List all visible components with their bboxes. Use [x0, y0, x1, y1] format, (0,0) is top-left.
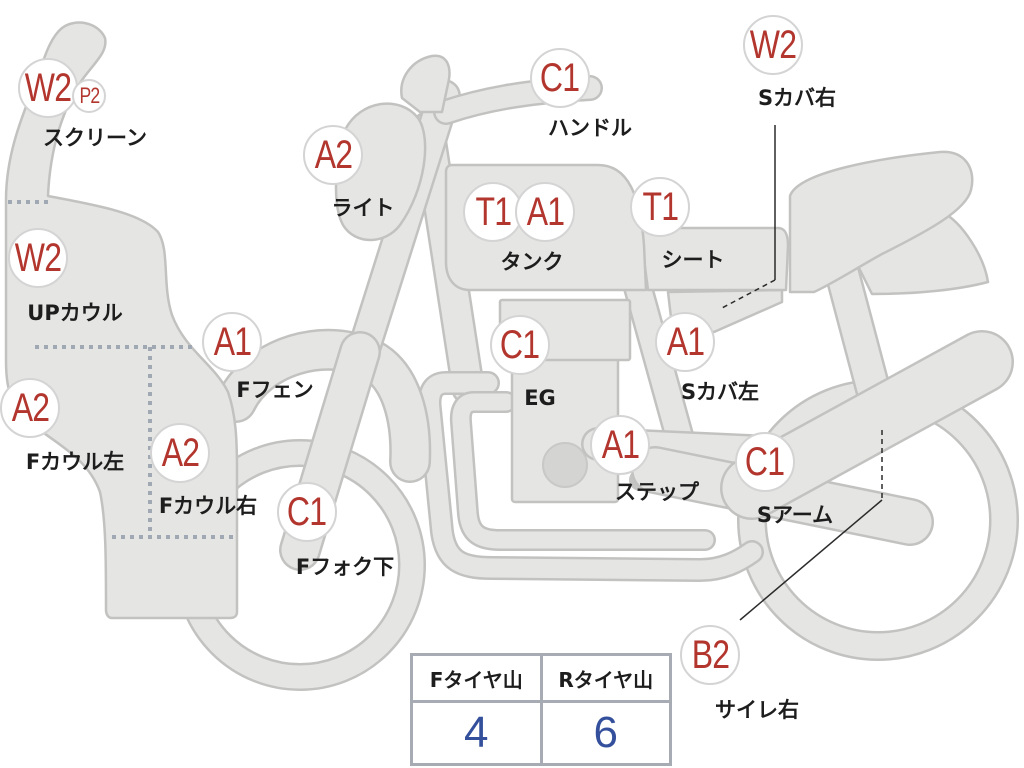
engine-damage-code: C1 [490, 315, 550, 375]
code-text: C1 [745, 440, 785, 484]
code-text: T1 [642, 185, 679, 229]
code-text: A1 [666, 320, 704, 364]
f-cowl-right-damage-code: A2 [150, 423, 210, 483]
up-cowl-damage-code: W2 [8, 228, 68, 288]
swing-arm-damage-code: C1 [735, 432, 795, 492]
seat [638, 226, 790, 292]
f-cowl-left-damage-code: A2 [0, 378, 60, 438]
light-damage-code: A2 [303, 125, 363, 185]
f-fender-damage-code: A1 [202, 312, 262, 372]
engine-cover-circle [542, 442, 588, 488]
exhaust-pipe-outer [417, 371, 764, 582]
silencer-right-leader-line [739, 430, 883, 621]
s-cover-right-part-label: Sカバ右 [757, 86, 837, 110]
exhaust-pipe-inner [449, 391, 716, 551]
f-fork-lower-damage-code: C1 [277, 482, 337, 542]
screen-damage-code-secondary: P2 [72, 79, 106, 113]
fairing-seam-lines [8, 200, 235, 539]
s-cover-left-damage-code: A1 [655, 312, 715, 372]
engine-part-label: EG [524, 386, 556, 410]
s-cover-left-part-label: Sカバ左 [680, 380, 760, 404]
code-text: C1 [287, 490, 327, 534]
silencer-right-part-label: サイレ右 [715, 698, 799, 722]
code-text: A2 [161, 431, 199, 475]
rear-tire-tread-value: 6 [539, 703, 670, 763]
tank-damage-code-secondary: A1 [515, 182, 575, 242]
f-cowl-left-part-label: Fカウル左 [25, 450, 125, 474]
code-text: C1 [540, 56, 580, 100]
tire-table-value-row: 4 6 [413, 703, 669, 763]
handle-damage-code: C1 [530, 48, 590, 108]
f-fork-lower-part-label: Fフォク下 [295, 555, 395, 579]
seat-part-label: シート [661, 248, 725, 272]
up-cowl-part-label: UPカウル [27, 301, 123, 325]
tire-table-header-row: Fタイヤ山 Rタイヤ山 [413, 656, 669, 703]
code-text: B2 [691, 633, 729, 677]
light-part-label: ライト [331, 196, 395, 220]
s-cover-right-damage-code: W2 [743, 15, 803, 75]
code-text: T1 [475, 190, 512, 234]
swing-arm-part-label: Sアーム [756, 503, 834, 527]
f-fender-part-label: Fフェン [236, 378, 314, 402]
code-text: W2 [749, 23, 797, 67]
front-tire-tread-value: 4 [464, 708, 489, 757]
code-text: W2 [24, 66, 72, 110]
s-cover-right-leader-line [721, 125, 776, 309]
code-text: P2 [79, 83, 100, 108]
tank-part-label: タンク [500, 250, 564, 274]
code-text: W2 [14, 236, 62, 280]
tail-cowl [788, 150, 974, 294]
code-text: A1 [601, 423, 639, 467]
code-text: A1 [213, 320, 251, 364]
silencer-right-damage-code: B2 [680, 625, 740, 685]
screen-part-label: スクリーン [43, 126, 147, 150]
rear-tire-tread-header: Rタイヤ山 [539, 656, 670, 700]
step-part-label: ステップ [615, 480, 699, 504]
seat-damage-code: T1 [630, 177, 690, 237]
code-text: A1 [526, 190, 564, 234]
rear-shock [824, 254, 896, 426]
tank-damage-code: T1 [463, 182, 523, 242]
front-tire-tread-header: Fタイヤ山 [429, 667, 523, 692]
code-text: C1 [500, 323, 540, 367]
tire-tread-table: Fタイヤ山 Rタイヤ山 4 6 [410, 653, 672, 766]
code-text: A2 [314, 133, 352, 177]
headlight [334, 102, 427, 242]
f-cowl-right-part-label: Fカウル右 [158, 494, 258, 518]
screen-damage-code: W2 [18, 58, 78, 118]
code-text: A2 [11, 386, 49, 430]
step-damage-code: A1 [590, 415, 650, 475]
brake-lever [400, 54, 451, 114]
handle-part-label: ハンドル [548, 116, 632, 140]
